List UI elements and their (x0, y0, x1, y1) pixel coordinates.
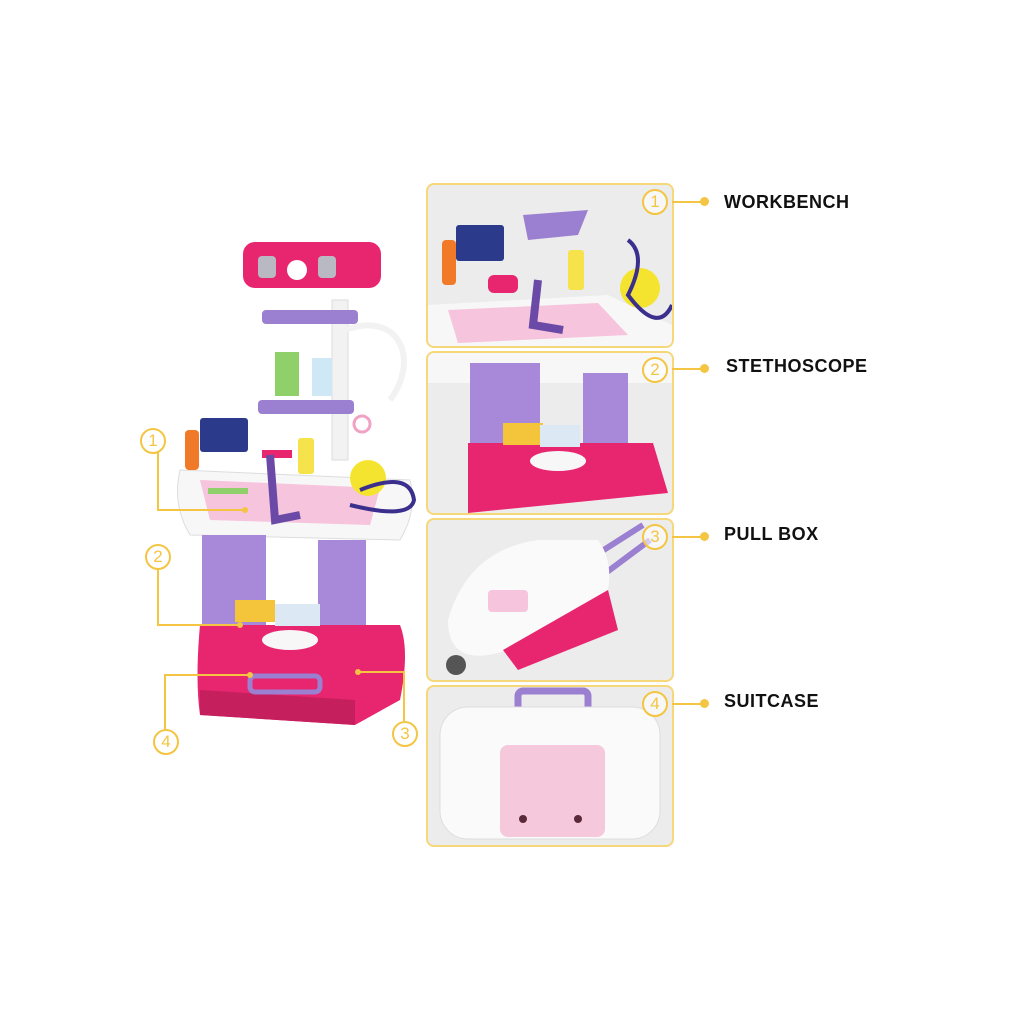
panel-workbench: 1 (426, 183, 674, 348)
panel-badge-1: 1 (642, 189, 668, 215)
leader-suitcase (672, 703, 704, 705)
callout-badge-3: 3 (392, 721, 418, 747)
leader-line-4 (164, 674, 250, 729)
panel-badge-3: 3 (642, 524, 668, 550)
leader-dot-stethoscope (700, 364, 709, 373)
leader-dot-suitcase (700, 699, 709, 708)
leader-pull-box (672, 536, 704, 538)
top-case (243, 242, 381, 288)
leader-dot-workbench (700, 197, 709, 206)
panel-badge-4: 4 (642, 691, 668, 717)
panel-suitcase: 4 (426, 685, 674, 847)
label-stethoscope: STETHOSCOPE (726, 356, 868, 376)
leader-line-1 (157, 452, 245, 511)
leader-dot-pull-box (700, 532, 709, 541)
panel-badge-2: 2 (642, 357, 668, 383)
leader-workbench (672, 201, 704, 203)
panel-stethoscope: 2 (426, 351, 674, 515)
upper-shelf (262, 310, 358, 324)
leader-line-3 (358, 671, 405, 721)
leader-stethoscope (672, 368, 704, 370)
label-pull-box: PULL BOX (724, 524, 819, 544)
callout-badge-2: 2 (145, 544, 171, 570)
label-suitcase: SUITCASE (724, 691, 820, 711)
callout-badge-4: 4 (153, 729, 179, 755)
label-workbench: WORKBENCH (724, 192, 850, 212)
callout-badge-1: 1 (140, 428, 166, 454)
panel-pull-box: 3 (426, 518, 674, 682)
middle-shelf (258, 400, 354, 414)
leader-line-2 (157, 568, 240, 626)
